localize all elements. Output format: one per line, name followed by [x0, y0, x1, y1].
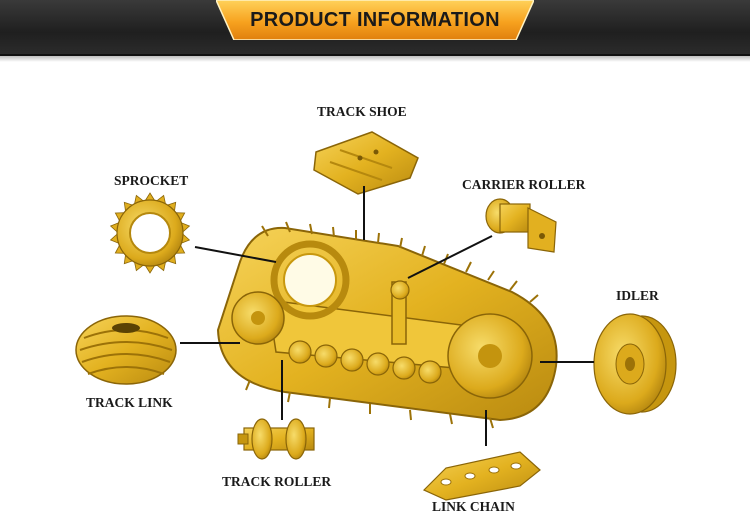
track-shoe-part	[313, 131, 419, 195]
label-sprocket: SPROCKET	[114, 173, 189, 188]
label-track-roller: TRACK ROLLER	[222, 474, 332, 489]
label-carrier-roller: CARRIER ROLLER	[462, 177, 586, 192]
header-shadow	[0, 56, 750, 62]
link-chain-part	[422, 451, 541, 501]
label-track-shoe: TRACK SHOE	[317, 104, 407, 119]
carrier-roller-part	[485, 198, 557, 253]
track-roller-part	[237, 418, 315, 460]
label-idler: IDLER	[616, 288, 659, 303]
leader-lines	[180, 186, 594, 446]
leader-sprocket	[194, 246, 277, 263]
idler-part	[593, 313, 677, 415]
track-link-part	[75, 315, 177, 385]
page-title: PRODUCT INFORMATION	[250, 9, 500, 31]
sprocket-part	[109, 192, 191, 274]
label-track-link: TRACK LINK	[86, 395, 173, 410]
leader-carrier-roller	[407, 235, 493, 279]
label-link-chain: LINK CHAIN	[432, 499, 515, 514]
track-assembly	[216, 221, 558, 429]
title-tab	[216, 0, 534, 40]
